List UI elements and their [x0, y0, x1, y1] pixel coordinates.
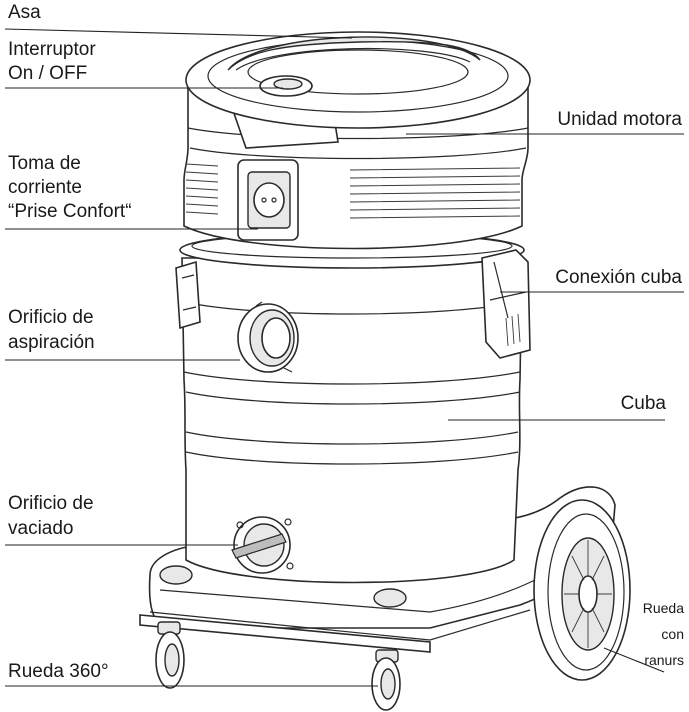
label-socket-line1: Toma de: [8, 153, 81, 174]
motor-top: [185, 31, 531, 129]
label-tank-connection: Conexión cuba: [555, 267, 682, 288]
label-drain-line1: Orificio de: [8, 493, 94, 514]
label-caster: Rueda 360°: [8, 661, 109, 682]
label-switch-line1: Interruptor: [8, 39, 96, 60]
power-socket: [237, 159, 299, 241]
caster-wheel-left: [155, 621, 185, 689]
label-wheel-line2: con: [661, 626, 684, 642]
big-wheel: [533, 499, 631, 681]
label-drain-line2: vaciado: [8, 518, 74, 539]
suction-port: [237, 301, 299, 373]
label-motor-unit: Unidad motora: [557, 109, 682, 130]
label-handle: Asa: [8, 2, 41, 23]
label-wheel-line3: ranurs: [644, 652, 684, 668]
tank-connection-latch: [481, 249, 531, 359]
label-socket-line3: “Prise Confort“: [8, 201, 132, 222]
power-switch: [259, 75, 313, 97]
drain-port: [231, 516, 294, 574]
leader-lines: [4, 28, 684, 687]
label-suction-line1: Orificio de: [8, 307, 94, 328]
label-suction-line2: aspiración: [8, 332, 95, 353]
caster-wheel-front: [371, 649, 401, 711]
label-tank: Cuba: [620, 393, 666, 414]
label-switch-line2: On / OFF: [8, 63, 88, 84]
label-wheel-line1: Rueda: [642, 600, 684, 616]
left-latch: [175, 260, 201, 330]
label-socket-line2: corriente: [8, 177, 82, 198]
